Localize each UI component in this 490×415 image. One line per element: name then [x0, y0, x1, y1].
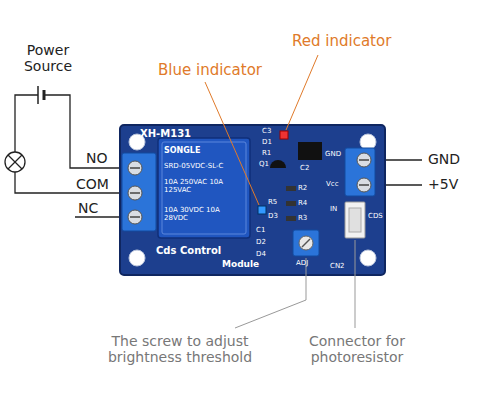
components-part	[270, 160, 286, 168]
battery-symbol	[38, 86, 44, 104]
leader-lines-part	[286, 55, 318, 130]
label-text: C1	[256, 226, 265, 234]
lamp-symbol-part	[8, 155, 22, 169]
relay-terminal-block-part	[128, 210, 142, 224]
potentiometer	[293, 230, 319, 256]
label-text: C2	[300, 164, 309, 172]
label-text: 10A 250VAC 10A 125VAC	[164, 178, 230, 194]
relay-body: SONGLE SRD-05VDC-SL-C 10A 250VAC 10A 125VA…	[158, 138, 250, 238]
circuit-board	[120, 125, 385, 275]
label-text: Red indicator	[292, 33, 391, 50]
label-text: NO	[86, 150, 108, 166]
relay-terminal-block-part	[130, 216, 140, 218]
potentiometer-part	[302, 239, 310, 247]
label-text: 10A 30VDC 10A 28VDC	[164, 206, 230, 222]
circuit-board: XH-M131Cds ControlModule SONGLE SRD-05VDC-…	[120, 125, 385, 275]
power-terminal-block-part	[359, 159, 369, 161]
relay-terminal-block	[122, 153, 156, 231]
label-text: C3	[262, 127, 271, 135]
components	[258, 131, 322, 221]
label-text: Connector for photoresistor	[292, 333, 422, 365]
components-part	[286, 216, 296, 221]
potentiometer-part	[299, 236, 313, 250]
relay-part	[162, 142, 246, 234]
label-text: SONGLE	[164, 146, 200, 155]
components-part	[286, 201, 296, 206]
relay-terminal-block-part	[130, 167, 140, 169]
label-text: D4	[256, 250, 266, 258]
lamp-symbol-part	[5, 152, 25, 172]
label-text: The screw to adjust brightness threshold	[90, 333, 270, 365]
lamp-symbol-part	[8, 155, 22, 169]
label-text: +5V	[428, 176, 458, 192]
relay-terminal-block-part	[128, 161, 142, 175]
photoresistor-connector-part	[349, 208, 361, 232]
label-text: ADJ	[296, 259, 308, 267]
label-text: IN	[330, 205, 337, 213]
label-text: Blue indicator	[158, 62, 262, 79]
label-text: R4	[298, 199, 307, 207]
circuit-board-part	[129, 250, 145, 266]
lamp-symbol	[5, 152, 25, 172]
leader-lines-part	[205, 82, 259, 205]
external-wiring-part	[15, 95, 38, 152]
label-text: Cds Control	[156, 245, 221, 257]
relay-terminal-block-part	[128, 186, 142, 200]
components-part	[280, 131, 288, 139]
external-wiring-part	[15, 172, 134, 193]
power-terminal-block-part	[357, 153, 371, 167]
battery-symbol-part	[43, 90, 46, 100]
power-terminal-block-part	[345, 148, 375, 196]
label-text: CDS	[368, 212, 383, 220]
components-part	[258, 206, 266, 214]
label-text: Module	[222, 259, 259, 269]
label-text: GND	[325, 150, 341, 158]
label-text: Vcc	[326, 180, 339, 188]
label-text: XH-M131	[140, 128, 191, 140]
components-part	[286, 186, 296, 191]
label-text: SRD-05VDC-SL-C	[164, 162, 223, 170]
label-text: D2	[256, 238, 266, 246]
photoresistor-connector	[345, 202, 365, 238]
power-terminal-block-part	[359, 184, 369, 186]
power-terminal-block	[345, 148, 375, 196]
leader-lines-part	[355, 240, 356, 328]
relay-terminal-block-part	[130, 192, 140, 194]
components-part	[298, 142, 322, 160]
circuit-board-part	[120, 125, 385, 275]
battery-symbol-part	[37, 86, 39, 104]
power-terminal-block-part	[357, 178, 371, 192]
photoresistor-connector-part	[345, 202, 365, 238]
potentiometer-part	[293, 230, 319, 256]
label-text: R5	[268, 198, 277, 206]
label-text: Power Source	[10, 42, 86, 74]
label-text: Q1	[259, 160, 269, 168]
label-text: R2	[298, 184, 307, 192]
label-text: CN2	[330, 262, 345, 270]
label-text: D1	[262, 138, 272, 146]
label-text: R1	[262, 149, 271, 157]
label-text: GND	[428, 151, 460, 167]
relay-terminal-block-part	[122, 153, 156, 231]
label-text: COM	[76, 176, 109, 192]
label-text: R3	[298, 214, 307, 222]
label-text: NC	[78, 200, 98, 216]
circuit-board-part	[360, 250, 376, 266]
label-text: D3	[268, 212, 278, 220]
leader-lines	[205, 55, 355, 328]
